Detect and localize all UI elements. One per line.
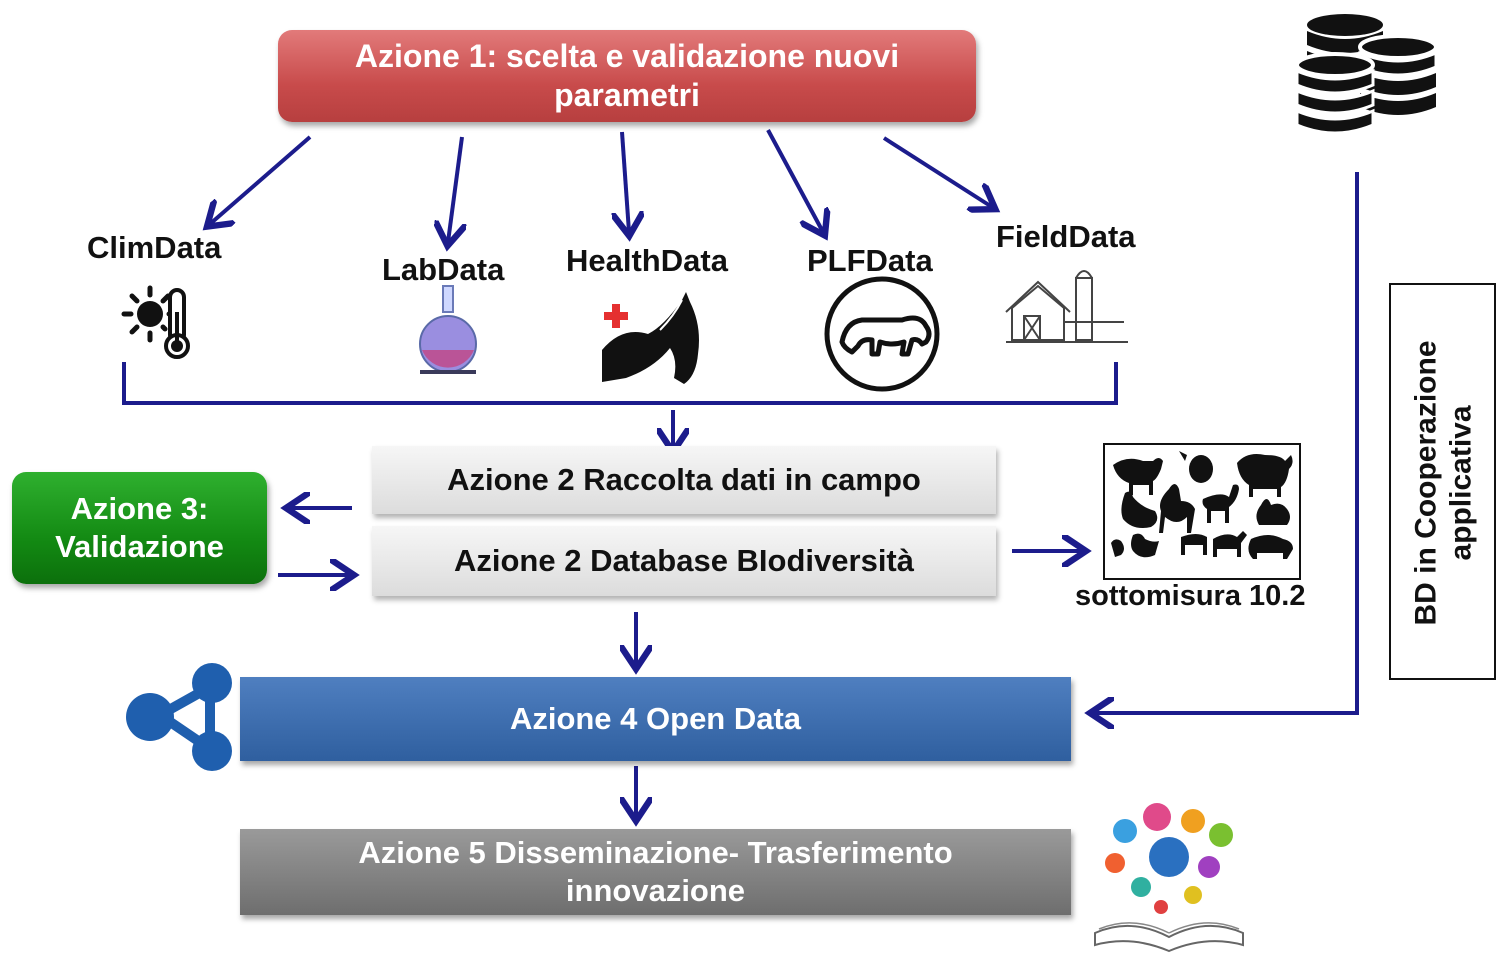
arrow-to-healthdata [622,131,629,232]
flask-icon [419,285,477,374]
azione-5-line2: innovazione [565,873,746,908]
bd-cooperazione-box: BD in Cooperazione applicativa [1389,283,1496,680]
cow-circle-icon [824,276,940,392]
azione-1-line2: parametri [554,77,700,113]
arrow-to-climdata [210,135,312,224]
arrow-to-fielddata [882,136,992,207]
azione-1-line1: Azione 1: scelta e validazione nuovi [354,37,900,74]
healthdata-label: HealthData [566,243,728,278]
horse-cross-icon [602,292,699,384]
labdata-label: LabData [382,252,505,287]
farm-barn-icon [1005,270,1128,343]
climdata-label: ClimData [87,230,222,265]
azione-2-database-box: Azione 2 Database BIodiversità [372,526,996,596]
bd-line2: applicativa [1445,405,1478,561]
azione-3-line2: Validazione [55,529,224,564]
collector-bracket [122,362,1118,405]
azione-3-line1: Azione 3: [70,491,209,527]
azione-1-box: Azione 1: scelta e validazione nuovi par… [278,30,976,122]
fielddata-label: FieldData [996,219,1136,254]
sottomisura-label: sottomisura 10.2 [1075,580,1306,612]
azione-5-line1: Azione 5 Disseminazione- Trasferimento [358,835,953,871]
bd-cooperazione-label: BD in Cooperazione applicativa [1409,340,1480,625]
arrow-to-plfdata [766,129,823,232]
bd-to-az4-line [1094,172,1359,713]
sun-thermometer-icon [121,285,190,359]
open-data-share-icon [126,663,232,771]
animals-collage-icon [1103,443,1301,580]
arrow-to-labdata [448,136,462,242]
azione-5-box: Azione 5 Disseminazione- Trasferimento i… [240,829,1071,915]
database-icon [1295,14,1438,135]
plfdata-label: PLFData [807,243,933,278]
azione-3-box: Azione 3: Validazione [12,472,267,584]
bd-line1: BD in Cooperazione [1409,340,1443,626]
azione-2-raccolta-box: Azione 2 Raccolta dati in campo [372,446,996,514]
azione-4-box: Azione 4 Open Data [240,677,1071,761]
book-knowledge-icon [1094,803,1244,953]
